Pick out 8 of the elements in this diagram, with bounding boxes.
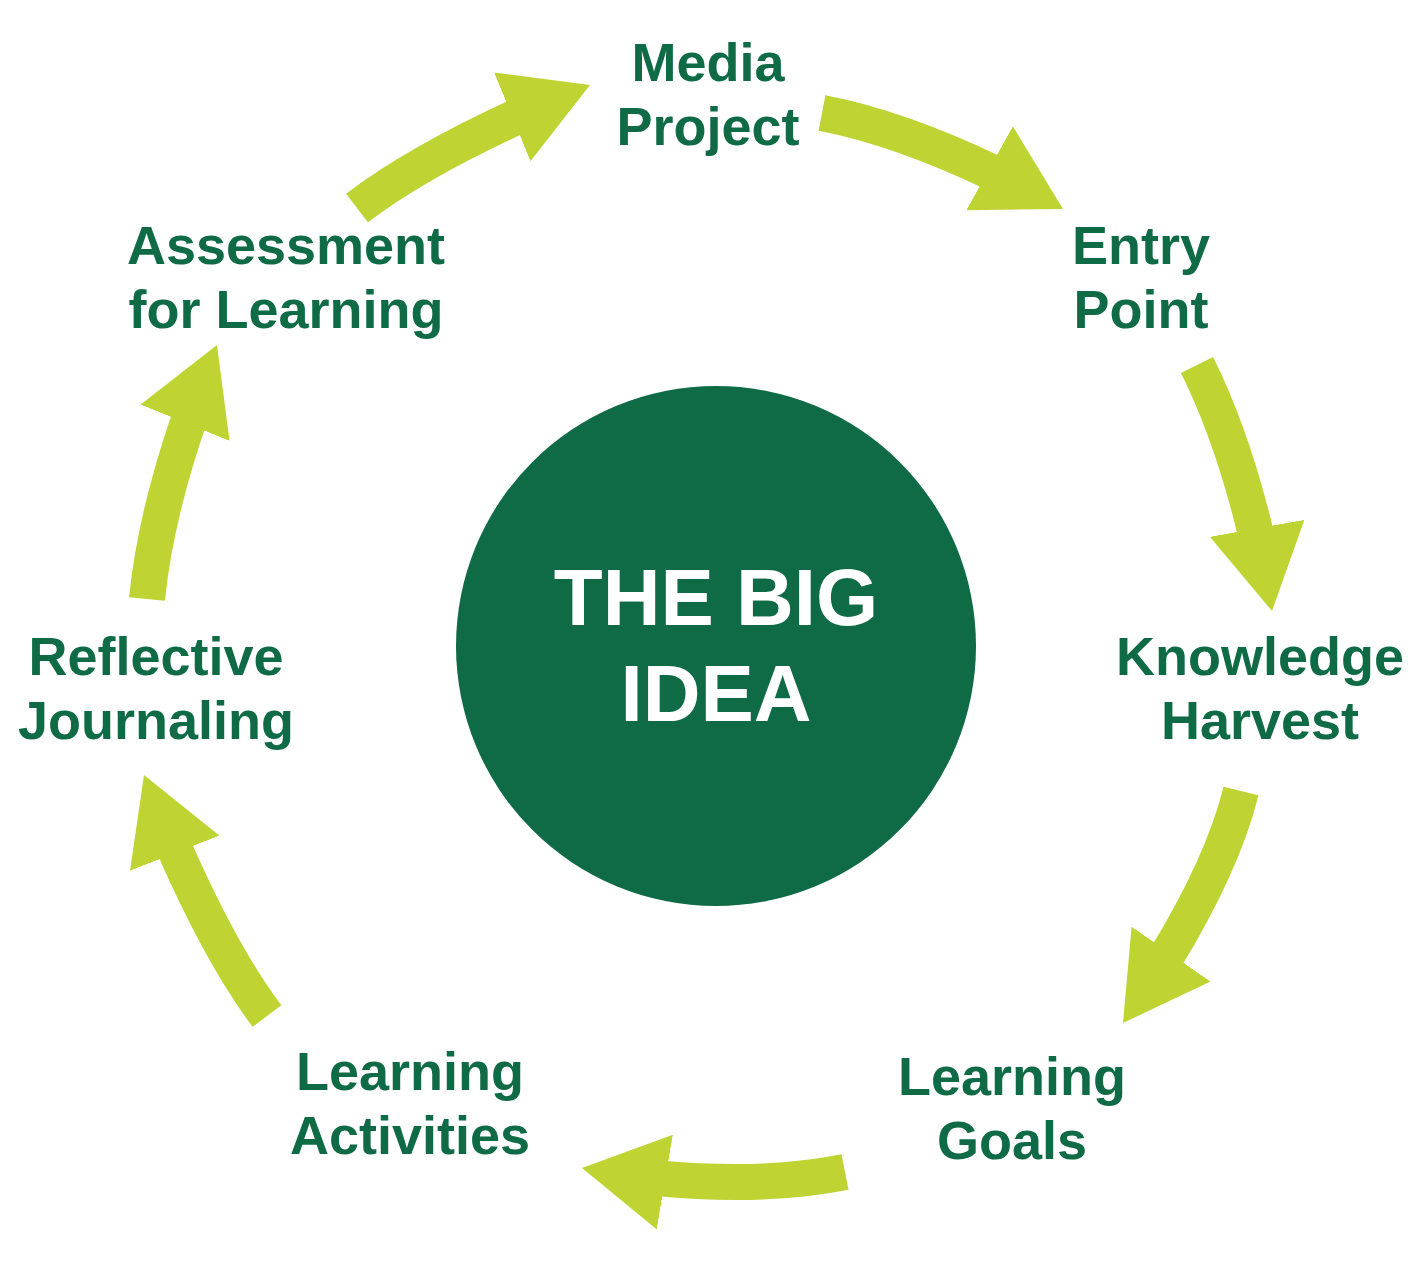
circle-title: THE BIG IDEA [552,552,880,740]
step-label: Learning Goals [892,1044,1132,1172]
step-label: Learning Activities [285,1039,535,1167]
step-label: Knowledge Harvest [1110,624,1410,752]
step-label: Media Project [608,30,808,158]
step-label: Entry Point [1066,213,1216,341]
step-label: Reflective Journaling [13,624,299,752]
step-label: Assessment for Learning [121,213,451,341]
